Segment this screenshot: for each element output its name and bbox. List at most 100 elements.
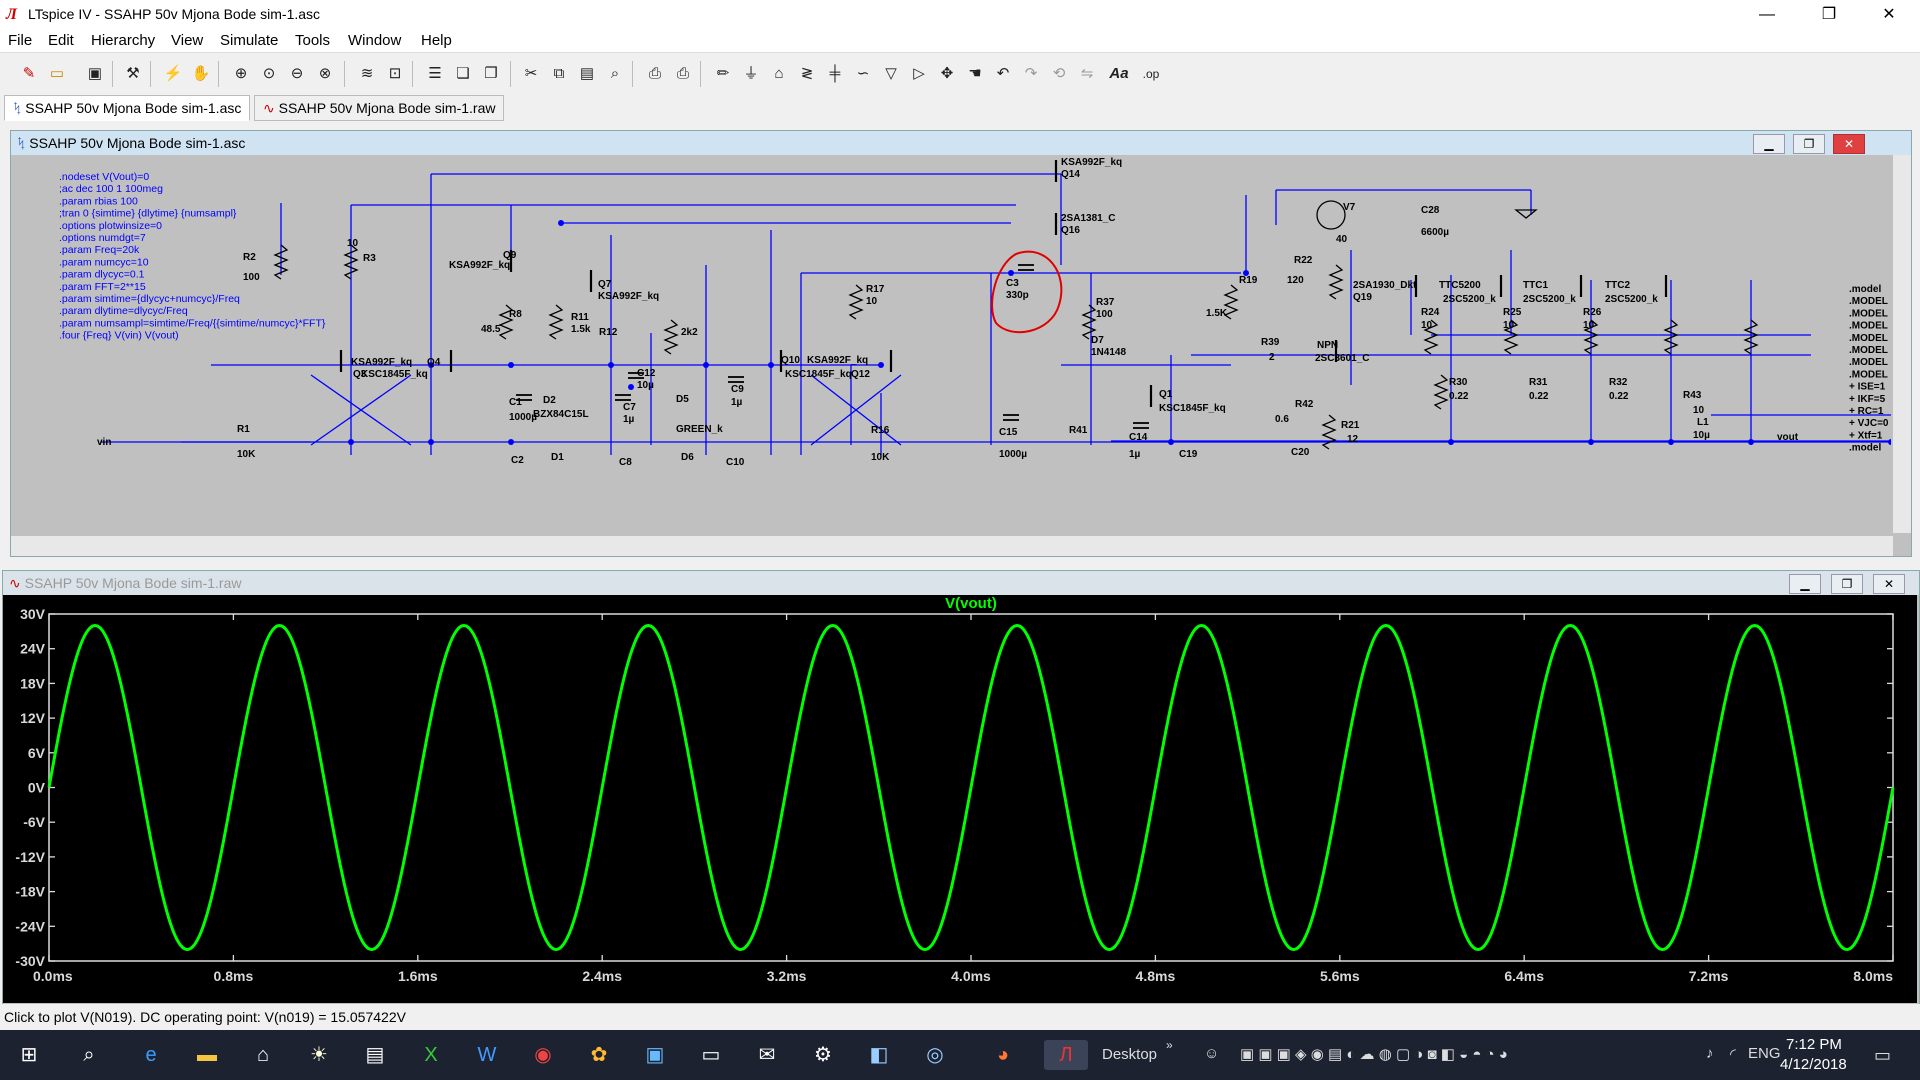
component-label: C1 (509, 397, 522, 408)
paint-icon[interactable]: ✿ (590, 1044, 608, 1066)
find-icon[interactable]: ⌕ (610, 65, 620, 82)
menu-window[interactable]: Window (348, 32, 402, 49)
copy-icon[interactable]: ⧉ (553, 65, 565, 82)
component-label: 330p (1006, 290, 1029, 301)
label-net-icon[interactable]: ⌂ (774, 65, 784, 82)
toolbar-expand-icon[interactable]: » (1166, 1038, 1173, 1052)
autorange-icon[interactable]: ≋ (360, 65, 374, 82)
pan-icon[interactable]: ⊙ (262, 65, 276, 82)
print-setup-icon[interactable]: ⎙ (648, 65, 661, 82)
desktop-label[interactable]: Desktop (1102, 1046, 1158, 1063)
notifications-icon[interactable]: ▭ (1874, 1045, 1892, 1065)
control-panel-icon[interactable]: ⚒ (126, 65, 140, 82)
paste-icon[interactable]: ▤ (579, 65, 595, 82)
file-explorer-icon[interactable]: ▬ (197, 1044, 217, 1066)
tile-v-icon[interactable]: ❏ (456, 65, 470, 82)
cut-icon[interactable]: ✂ (524, 65, 538, 82)
volume-icon[interactable]: ♪ (1706, 1045, 1714, 1062)
excel-icon[interactable]: X (424, 1044, 438, 1066)
photos-icon[interactable]: ▣ (645, 1044, 665, 1066)
notepad-icon[interactable]: ▤ (365, 1044, 385, 1066)
model-text: .MODEL (1849, 321, 1888, 332)
waveform-maximize-button[interactable]: ❐ (1831, 574, 1863, 594)
firefox-icon[interactable]: ◕ (996, 1044, 1010, 1066)
redo-icon[interactable]: ↷ (1024, 65, 1038, 82)
capacitor-icon[interactable]: ╪ (829, 65, 841, 82)
language-indicator[interactable]: ENG (1748, 1045, 1781, 1062)
schematic-canvas[interactable]: .nodeset V(Vout)=0;ac dec 100 1 100meg.p… (11, 155, 1891, 533)
ground-icon[interactable]: ⏚ (743, 65, 759, 82)
inductor-icon[interactable]: ∽ (856, 65, 870, 82)
network-icon[interactable]: ◎ (926, 1044, 944, 1066)
cascade-icon[interactable]: ❐ (484, 65, 498, 82)
y-tick-label: -30V (15, 953, 45, 969)
undo-icon[interactable]: ↶ (996, 65, 1010, 82)
component-icon[interactable]: ▷ (913, 65, 925, 82)
menu-file[interactable]: File (8, 32, 33, 49)
halt-icon[interactable]: ✋ (191, 65, 211, 82)
clock-date[interactable]: 4/12/2018 (1780, 1056, 1847, 1073)
waveform-close-button[interactable]: ✕ (1873, 574, 1905, 594)
wifi-icon[interactable]: ◜ (1730, 1046, 1736, 1063)
mail-icon[interactable]: ✉ (758, 1044, 776, 1066)
component-label: R1 (237, 424, 250, 435)
new-schematic-icon[interactable]: ✎ (22, 65, 36, 82)
text-icon[interactable]: Aa (1109, 65, 1129, 82)
tray-icons[interactable]: ▣ ▣ ▣ ◈ ◉ ▤ ◐ ☁ ◍ ▢ ◑ ◙ ◧ ◒ ◓ ◔ ◕ (1240, 1046, 1508, 1063)
schematic-drawing[interactable]: .nodeset V(Vout)=0;ac dec 100 1 100meg.p… (11, 155, 1891, 533)
waveform-minimize-button[interactable]: ▁ (1789, 574, 1821, 594)
people-icon[interactable]: ☺ (1204, 1045, 1220, 1062)
store-icon[interactable]: ⌂ (256, 1044, 270, 1066)
open-icon[interactable]: ▭ (49, 65, 65, 82)
diode-icon[interactable]: ▽ (885, 65, 897, 82)
minimize-button[interactable]: — (1759, 6, 1775, 23)
component-label: 10µ (637, 380, 654, 391)
schematic-close-button[interactable]: ✕ (1833, 134, 1865, 154)
zoom-out-icon[interactable]: ⊖ (290, 65, 304, 82)
windows-start-icon[interactable]: ⊞ (20, 1044, 38, 1066)
schematic-minimize-button[interactable]: ▁ (1753, 134, 1785, 154)
menu-tools[interactable]: Tools (295, 32, 331, 49)
menu-help[interactable]: Help (421, 32, 452, 49)
print-icon[interactable]: ⎙ (676, 65, 689, 82)
notes-icon[interactable]: ◧ (869, 1044, 889, 1066)
menu-edit[interactable]: Edit (48, 32, 74, 49)
tab-schematic[interactable]: ᛪ SSAHP 50v Mjona Bode sim-1.asc (4, 95, 251, 121)
chrome-icon[interactable]: ◉ (534, 1044, 552, 1066)
schematic-maximize-button[interactable]: ❐ (1793, 134, 1825, 154)
tab-waveform[interactable]: ∿ SSAHP 50v Mjona Bode sim-1.raw (254, 95, 505, 121)
computer-icon[interactable]: ▭ (701, 1044, 721, 1066)
menu-view[interactable]: View (171, 32, 204, 49)
tile-h-icon[interactable]: ☰ (428, 65, 442, 82)
maximize-button[interactable]: ❐ (1821, 6, 1837, 23)
component-label: Q3 (353, 369, 367, 380)
resistor-icon[interactable]: ≷ (800, 65, 814, 82)
mirror-icon[interactable]: ⇋ (1080, 65, 1094, 82)
save-icon[interactable]: ▣ (87, 65, 103, 82)
ltspice-taskbar-icon[interactable]: Л (1044, 1040, 1088, 1070)
waveform-chart[interactable]: 30V24V18V12V6V0V-6V-12V-18V-24V-30V0.0ms… (3, 595, 1917, 1003)
schematic-vertical-scrollbar[interactable] (1893, 155, 1911, 533)
junction-dot (703, 362, 709, 368)
rotate-icon[interactable]: ⟲ (1052, 65, 1066, 82)
spice-directive-icon[interactable]: .op (1142, 67, 1160, 81)
move-icon[interactable]: ✥ (940, 65, 954, 82)
brightness-icon[interactable]: ☀ (310, 1044, 328, 1066)
settings-icon[interactable]: ⚙ (814, 1044, 832, 1066)
search-icon[interactable]: ⌕ (83, 1044, 95, 1066)
clock-time[interactable]: 7:12 PM (1786, 1036, 1842, 1053)
run-icon[interactable]: ⚡ (163, 65, 183, 82)
menu-hierarchy[interactable]: Hierarchy (91, 32, 156, 49)
zoom-fit-icon[interactable]: ⊗ (318, 65, 332, 82)
close-button[interactable]: ✕ (1882, 6, 1896, 23)
word-icon[interactable]: W (477, 1044, 497, 1066)
menu-simulate[interactable]: Simulate (220, 32, 279, 49)
mark-icon[interactable]: ⊡ (388, 65, 402, 82)
drag-icon[interactable]: ☚ (968, 65, 982, 82)
component-label: V7 (1343, 202, 1356, 213)
schematic-horizontal-scrollbar[interactable] (11, 536, 1893, 556)
edge-icon[interactable]: e (145, 1044, 157, 1066)
draw-wire-icon[interactable]: ✏ (716, 65, 730, 82)
zoom-in-icon[interactable]: ⊕ (234, 65, 248, 82)
